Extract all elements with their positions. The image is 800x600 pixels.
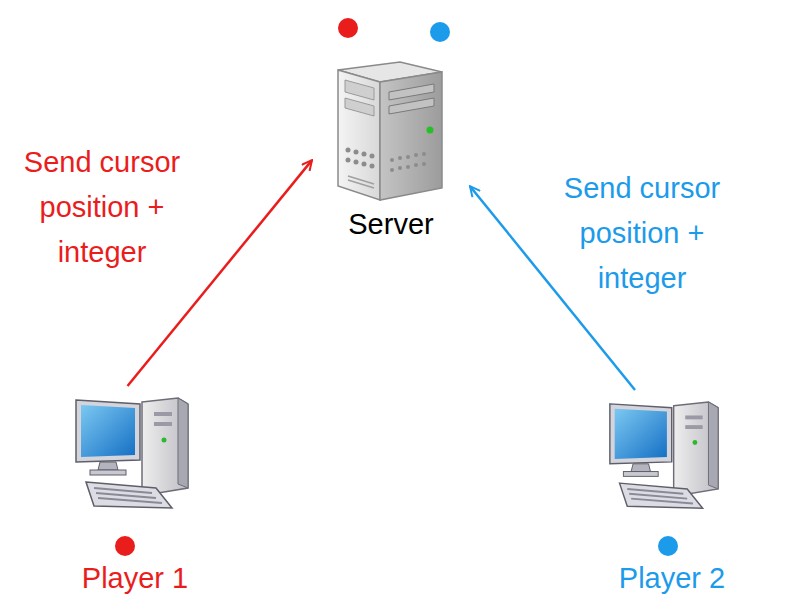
server-icon: [338, 62, 442, 200]
player-dot: [338, 18, 358, 38]
node-label: Server: [348, 206, 433, 242]
computer-icon: [76, 398, 188, 508]
edge-label: Send cursor position + integer: [18, 140, 186, 275]
player-node: Player 1: [60, 386, 210, 596]
edge-label: Send cursor position + integer: [546, 166, 738, 301]
player-dot: [658, 536, 678, 556]
player-dot: [430, 22, 450, 42]
server-node: Server: [312, 56, 470, 242]
node-label: Player 1: [82, 560, 188, 596]
node-label: Player 2: [619, 560, 725, 596]
computer-icon: [610, 402, 718, 508]
player-node: Player 2: [598, 390, 746, 596]
player-dot: [115, 536, 135, 556]
